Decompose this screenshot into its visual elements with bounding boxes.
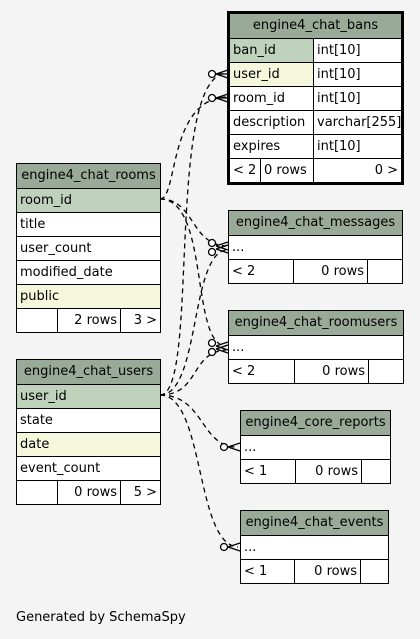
column-name: event_count <box>20 461 101 476</box>
parents-count: < 2 <box>232 264 256 279</box>
row-count: 0 rows <box>57 481 120 504</box>
column-name: ban_id <box>230 39 313 62</box>
table-title: engine4_chat_rooms <box>17 164 160 188</box>
table-title: engine4_chat_users <box>17 360 160 384</box>
row-count: 0 rows <box>295 460 361 483</box>
table-engine4-chat-events[interactable]: engine4_chat_events ... < 1 0 rows <box>240 510 389 584</box>
table-title: engine4_chat_roomusers <box>229 311 403 335</box>
row-count: 0 rows <box>260 159 313 182</box>
column-type: int[10] <box>313 39 401 62</box>
children-count: 0 > <box>313 159 401 182</box>
column-name: title <box>20 217 46 232</box>
children-count <box>360 560 388 583</box>
column-name: user_id <box>230 63 313 86</box>
columns-ellipsis: ... <box>244 540 257 555</box>
columns-ellipsis: ... <box>244 440 257 455</box>
parents-count: < 2 <box>232 364 256 379</box>
table-title: engine4_chat_messages <box>229 211 402 235</box>
link-users-messages <box>159 249 227 396</box>
table-engine4-core-reports[interactable]: engine4_core_reports ... < 1 0 rows <box>240 410 391 484</box>
row-count: 0 rows <box>293 260 367 283</box>
link-rooms-messages <box>159 198 227 247</box>
parents-count: < 2 <box>233 163 257 178</box>
parents-count: < 1 <box>244 564 268 579</box>
column-name: user_count <box>20 241 92 256</box>
row-count: 0 rows <box>294 560 360 583</box>
link-rooms-bans <box>159 96 227 200</box>
table-title: engine4_chat_events <box>241 511 388 535</box>
row-count: 0 rows <box>294 360 368 383</box>
columns-ellipsis: ... <box>232 340 245 355</box>
row-count: 2 rows <box>57 309 120 332</box>
column-type: int[10] <box>313 63 401 86</box>
link-users-reports <box>159 394 239 448</box>
table-engine4-chat-roomusers[interactable]: engine4_chat_roomusers ... < 2 0 rows <box>228 310 404 384</box>
link-users-bans <box>159 72 227 396</box>
column-type: int[10] <box>313 135 401 158</box>
link-users-events <box>159 394 239 548</box>
table-engine4-chat-users[interactable]: engine4_chat_users user_id state date ev… <box>16 359 161 505</box>
generated-by-note: Generated by SchemaSpy <box>16 610 186 625</box>
table-title: engine4_chat_bans <box>230 14 401 38</box>
children-count <box>368 360 403 383</box>
table-title: engine4_core_reports <box>241 411 390 435</box>
link-users-roomusers <box>159 349 227 396</box>
column-name: modified_date <box>20 265 113 280</box>
column-name: public <box>17 285 160 308</box>
parents-count: < 1 <box>244 464 268 479</box>
columns-ellipsis: ... <box>232 240 245 255</box>
column-name: description <box>233 115 306 130</box>
children-count: 5 > <box>120 481 160 504</box>
column-name: room_id <box>17 189 160 212</box>
column-name: expires <box>233 139 281 154</box>
column-type: int[10] <box>313 87 401 110</box>
column-name: date <box>17 433 160 456</box>
parents-count <box>17 481 57 504</box>
column-name: user_id <box>17 385 160 408</box>
column-name: state <box>20 413 53 428</box>
children-count: 3 > <box>120 309 160 332</box>
link-rooms-roomusers <box>159 198 227 347</box>
table-engine4-chat-messages[interactable]: engine4_chat_messages ... < 2 0 rows <box>228 210 403 284</box>
table-engine4-chat-rooms[interactable]: engine4_chat_rooms room_id title user_co… <box>16 163 161 333</box>
children-count <box>361 460 390 483</box>
parents-count <box>17 309 57 332</box>
column-type: varchar[255] <box>313 111 401 134</box>
column-name: room_id <box>233 91 285 106</box>
children-count <box>367 260 402 283</box>
